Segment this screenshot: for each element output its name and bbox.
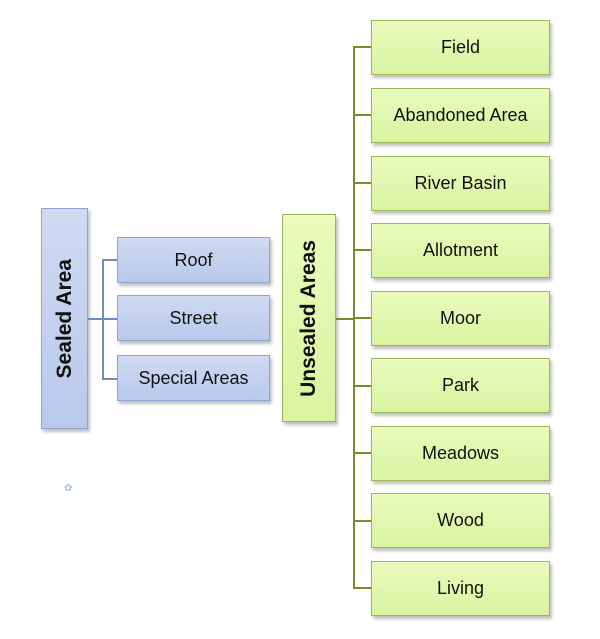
- unsealed-item-field: Field: [371, 20, 550, 75]
- unsealed-item-label: Abandoned Area: [393, 105, 528, 125]
- small-decorative-icon: ✿: [64, 483, 73, 494]
- unsealed-item-label: Park: [441, 375, 479, 395]
- connector-living: [353, 587, 371, 589]
- unsealed-item-living: Living: [371, 561, 550, 616]
- connector-allotment: [353, 249, 371, 251]
- sealed-trunk-horizontal: [88, 318, 104, 320]
- sealed-item-label: Roof: [174, 249, 213, 270]
- unsealed-item-label: Moor: [439, 308, 481, 328]
- sealed-item-roof: Roof: [117, 237, 270, 283]
- sealed-item-special-areas: Special Areas: [117, 355, 270, 401]
- unsealed-item-river-basin: River Basin: [371, 156, 550, 211]
- sealed-item-label: Street: [169, 307, 218, 328]
- unsealed-item-meadows: Meadows: [371, 426, 550, 481]
- unsealed-item-moor: Moor: [371, 291, 550, 346]
- unsealed-item-label: Field: [440, 37, 480, 57]
- connector-field: [353, 46, 371, 48]
- connector-street: [102, 318, 118, 320]
- unsealed-item-wood: Wood: [371, 493, 550, 548]
- unsealed-item-label: Wood: [437, 510, 484, 530]
- sealed-item-street: Street: [117, 295, 270, 341]
- sealed-area-root: Sealed Area: [41, 208, 88, 429]
- unsealed-areas-root: Unsealed Areas: [282, 214, 336, 422]
- unsealed-item-label: River Basin: [414, 173, 507, 193]
- unsealed-item-park: Park: [371, 358, 550, 413]
- unsealed-item-label: Meadows: [421, 443, 500, 463]
- unsealed-trunk-horizontal: [336, 318, 355, 320]
- unsealed-item-allotment: Allotment: [371, 223, 550, 278]
- connector-wood: [353, 520, 371, 522]
- unsealed-item-label: Living: [436, 578, 485, 598]
- unsealed-areas-title: Unsealed Areas: [297, 239, 320, 397]
- sealed-item-label: Special Areas: [138, 367, 249, 388]
- unsealed-item-label: Allotment: [422, 240, 499, 260]
- connector-river-basin: [353, 182, 371, 184]
- connector-roof: [102, 259, 118, 261]
- connector-meadows: [353, 452, 371, 454]
- unsealed-item-abandoned-area: Abandoned Area: [371, 88, 550, 143]
- connector-special-areas: [102, 378, 118, 380]
- connector-moor: [353, 317, 371, 319]
- connector-park: [353, 385, 371, 387]
- sealed-area-title: Sealed Area: [52, 258, 76, 379]
- connector-abandoned-area: [353, 114, 371, 116]
